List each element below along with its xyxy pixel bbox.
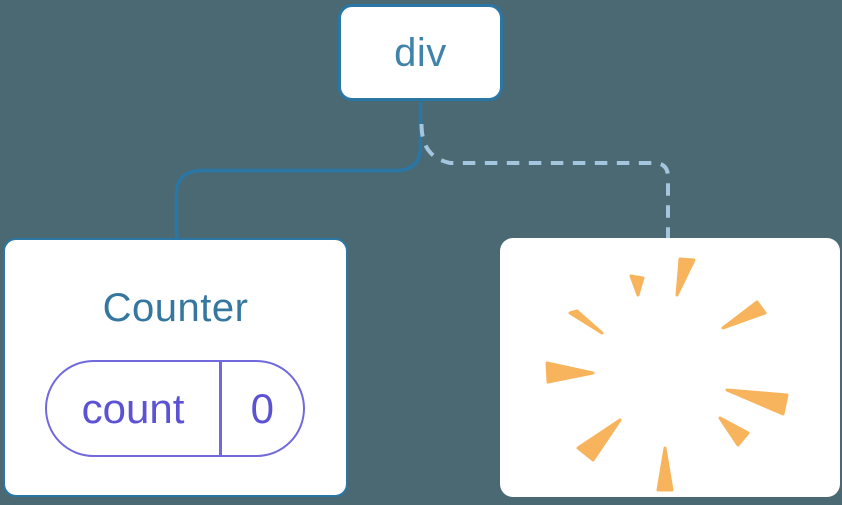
root-node-div: div bbox=[338, 4, 503, 101]
state-pill: count 0 bbox=[45, 360, 305, 457]
state-key: count bbox=[81, 384, 185, 432]
edge-div-removed bbox=[419, 123, 670, 242]
state-pill-divider bbox=[219, 362, 222, 455]
counter-component-card: Counter count 0 bbox=[3, 238, 348, 497]
removed-component-card bbox=[500, 238, 840, 497]
state-value: 0 bbox=[250, 384, 274, 432]
poof-icon bbox=[545, 257, 789, 492]
edge-div-counter bbox=[174, 102, 423, 242]
root-node-label: div bbox=[394, 30, 447, 75]
counter-title: Counter bbox=[102, 286, 249, 330]
